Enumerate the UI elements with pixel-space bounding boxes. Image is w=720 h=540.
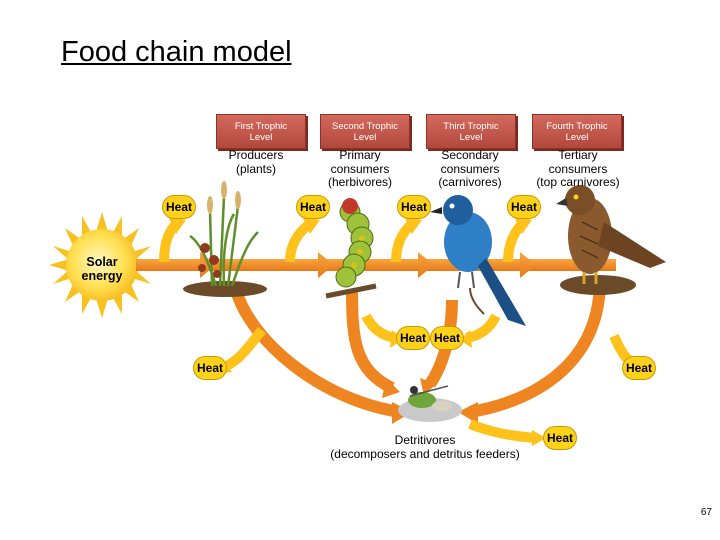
detritivores-title: Detritivores bbox=[394, 433, 456, 447]
heat-badge-right: Heat bbox=[622, 356, 657, 380]
secondary-consumers-title: Secondary bbox=[441, 148, 499, 162]
detritus-flow-arrows bbox=[230, 279, 606, 418]
primary-consumers-type: consumers bbox=[330, 161, 390, 176]
heat-badge-left: Heat bbox=[193, 356, 228, 380]
tertiary-consumers-title: Tertiary bbox=[558, 148, 598, 162]
secondary-consumers-subtitle: (carnivores) bbox=[438, 175, 502, 189]
heat-badge-center-right: Heat bbox=[430, 326, 465, 350]
solar-label-line2: energy bbox=[81, 269, 123, 283]
hawk-icon bbox=[556, 185, 666, 295]
primary-consumers-subtitle: (herbivores) bbox=[327, 175, 393, 189]
sun-icon bbox=[49, 212, 155, 318]
heat-badge-secondary: Heat bbox=[397, 195, 432, 219]
detritivores-label: Detritivores (decomposers and detritus f… bbox=[300, 433, 550, 461]
heat-badge-center-left: Heat bbox=[396, 326, 431, 350]
slide-title: Food chain model bbox=[61, 36, 292, 68]
producers-subtitle: (plants) bbox=[235, 161, 276, 176]
detritivores-icon bbox=[398, 385, 462, 422]
producers-label: Producers (plants) bbox=[186, 148, 326, 176]
secondary-consumers-type: consumers bbox=[440, 161, 500, 176]
plant-icon bbox=[183, 181, 267, 297]
trophic-level-2-sublabel: Level bbox=[353, 131, 377, 143]
tertiary-consumers-subtitle: (top carnivores) bbox=[536, 175, 620, 189]
heat-badge-tertiary: Heat bbox=[507, 195, 542, 219]
trophic-level-3-sublabel: Level bbox=[459, 131, 483, 143]
trophic-level-1-label: First Trophic bbox=[234, 120, 288, 132]
trophic-level-4-sublabel: Level bbox=[565, 131, 589, 143]
caterpillar-icon bbox=[325, 198, 377, 299]
bird-icon bbox=[430, 195, 526, 326]
trophic-level-2-label: Second Trophic bbox=[331, 120, 398, 132]
detritivores-subtitle: (decomposers and detritus feeders) bbox=[330, 447, 520, 461]
energy-flow-arrows bbox=[136, 252, 616, 278]
detritus-arrowheads bbox=[382, 378, 478, 424]
trophic-level-1-sublabel: Level bbox=[249, 131, 273, 143]
heat-badge-primary: Heat bbox=[296, 195, 331, 219]
tertiary-consumers-label: Tertiary consumers (top carnivores) bbox=[508, 148, 648, 190]
heat-badge-detritivores: Heat bbox=[543, 426, 578, 450]
producers-title: Producers bbox=[228, 148, 284, 162]
tertiary-consumers-type: consumers bbox=[548, 161, 608, 176]
heat-badge-producers: Heat bbox=[162, 195, 197, 219]
solar-label-line1: Solar bbox=[86, 255, 118, 269]
secondary-consumers-label: Secondary consumers (carnivores) bbox=[400, 148, 540, 190]
trophic-level-4-label: Fourth Trophic bbox=[546, 120, 608, 132]
primary-consumers-title: Primary bbox=[339, 148, 381, 162]
page-number: 67 bbox=[700, 507, 712, 518]
solar-energy-label: Solar energy bbox=[70, 255, 134, 283]
trophic-level-3-label: Third Trophic bbox=[443, 120, 499, 132]
primary-consumers-label: Primary consumers (herbivores) bbox=[290, 148, 430, 190]
